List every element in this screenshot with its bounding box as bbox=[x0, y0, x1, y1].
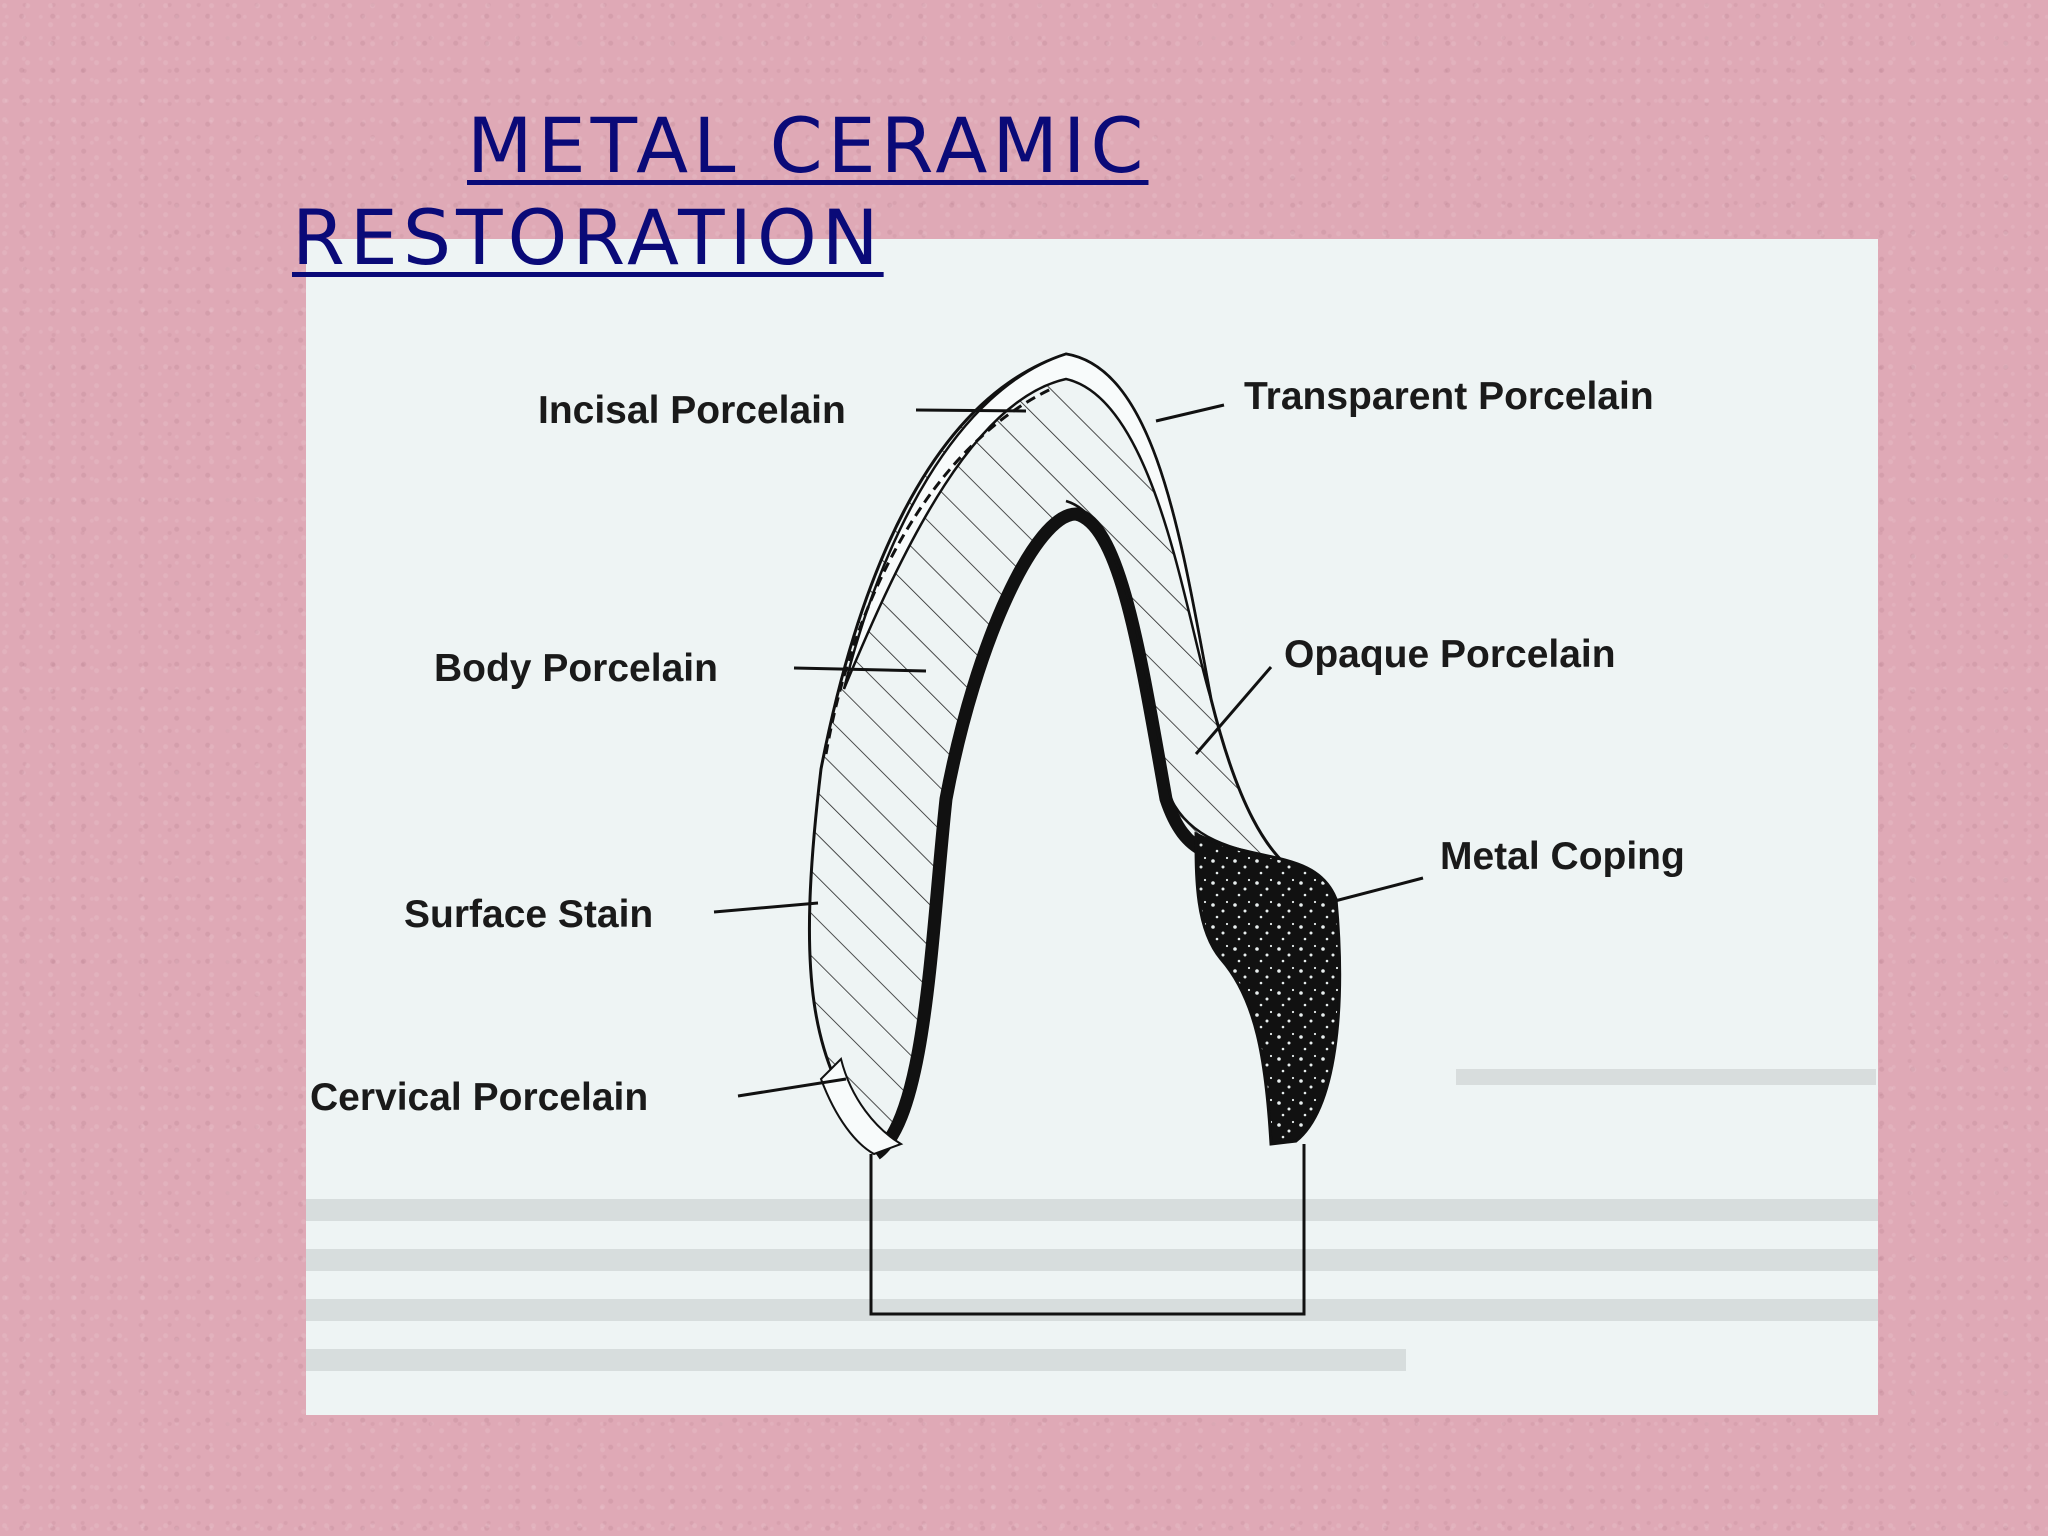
tooth-diagram-figure: Incisal Porcelain Transparent Porcelain … bbox=[306, 239, 1878, 1415]
metal-coping-collar bbox=[1194, 831, 1342, 1146]
tooth-diagram: Incisal Porcelain Transparent Porcelain … bbox=[306, 352, 1878, 1371]
leader-surface bbox=[713, 901, 819, 914]
surface-stain-line bbox=[824, 387, 1052, 755]
leader-metal bbox=[1330, 876, 1424, 904]
label-opaque-porcelain: Opaque Porcelain bbox=[1284, 633, 1616, 676]
faint-background-text bbox=[306, 1069, 1878, 1371]
leader-opaque bbox=[1194, 666, 1273, 755]
slide-title: METAL CERAMIC RESTORATION bbox=[292, 100, 1148, 284]
label-body-porcelain: Body Porcelain bbox=[434, 647, 718, 690]
cervical-porcelain-region bbox=[819, 1057, 904, 1156]
label-incisal-porcelain: Incisal Porcelain bbox=[538, 389, 846, 432]
incisal-porcelain-layer bbox=[842, 352, 1213, 700]
label-metal-coping: Metal Coping bbox=[1440, 835, 1685, 878]
leader-body bbox=[793, 666, 927, 673]
title-line-2: RESTORATION bbox=[292, 193, 884, 282]
opaque-porcelain-line bbox=[1065, 499, 1282, 861]
root-outline bbox=[869, 1144, 1306, 1316]
title-line-1: METAL CERAMIC bbox=[467, 101, 1149, 190]
leader-transparent bbox=[1155, 403, 1225, 423]
label-cervical-porcelain: Cervical Porcelain bbox=[310, 1076, 648, 1119]
leader-lines bbox=[713, 403, 1424, 1098]
metal-coping-inner-line bbox=[871, 507, 1282, 1160]
leader-cervical bbox=[737, 1077, 847, 1098]
label-transparent-porcelain: Transparent Porcelain bbox=[1244, 375, 1654, 418]
leader-incisal bbox=[915, 408, 1027, 413]
label-surface-stain: Surface Stain bbox=[404, 893, 653, 936]
